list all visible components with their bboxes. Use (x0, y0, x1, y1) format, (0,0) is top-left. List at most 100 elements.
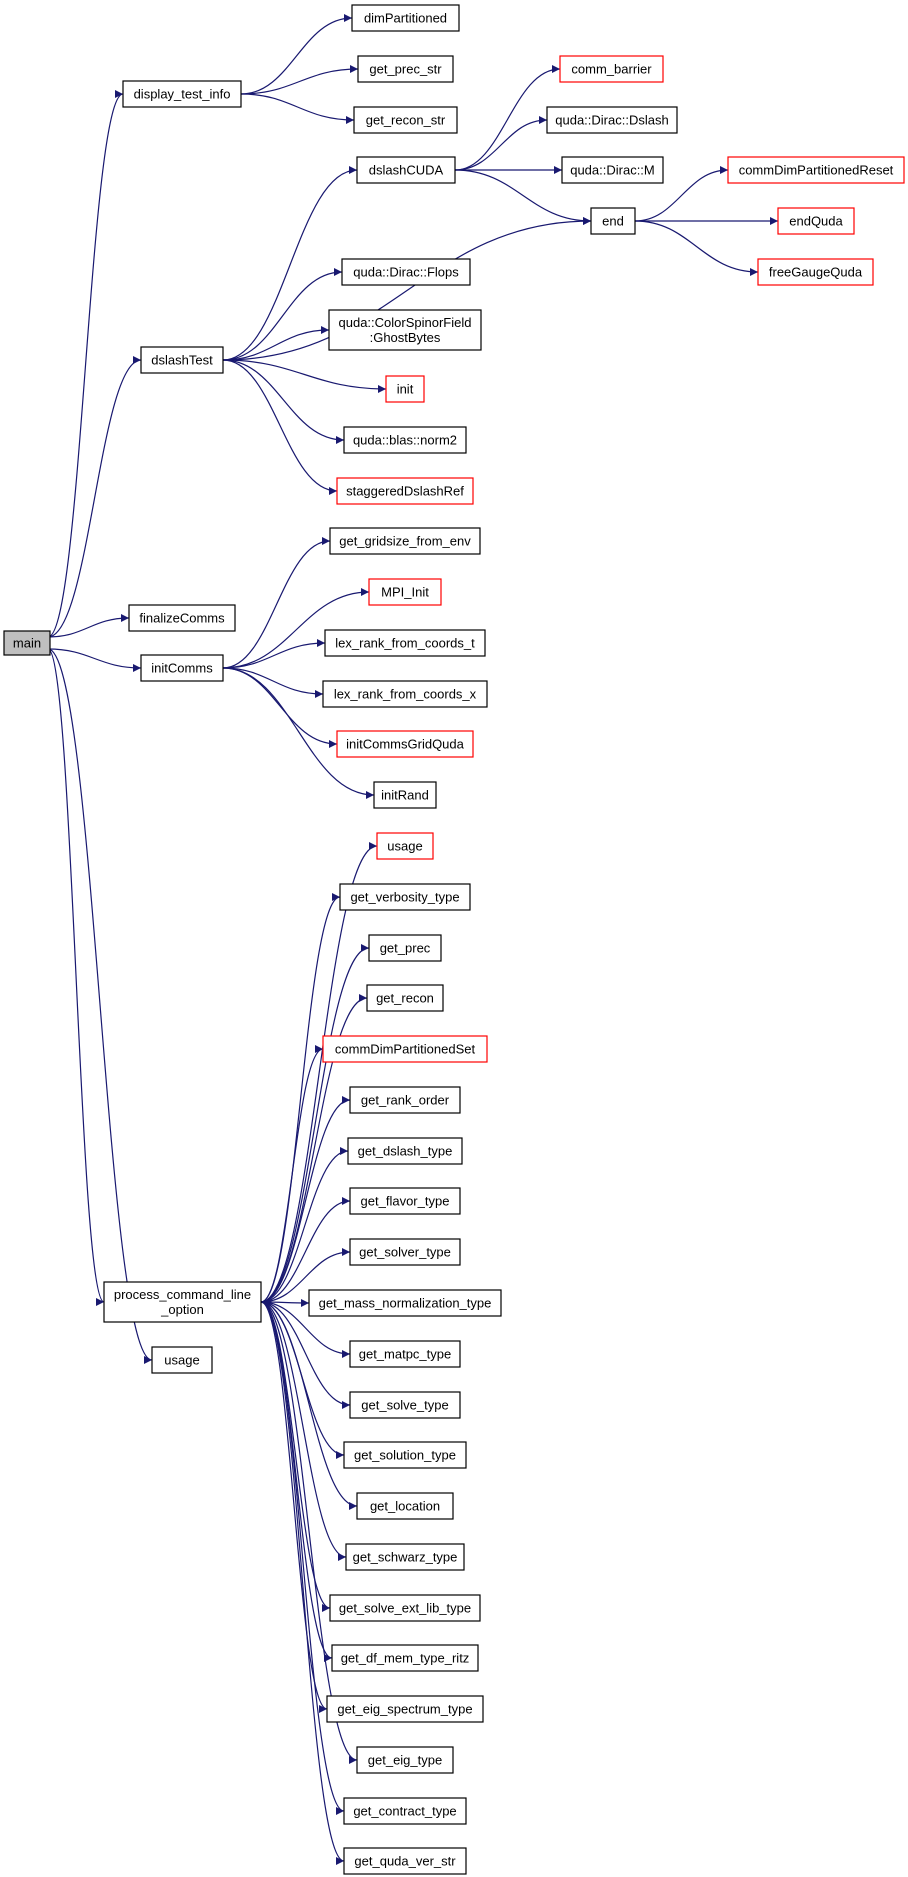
node-usage_top[interactable]: usage (376, 832, 434, 860)
node-box[interactable] (349, 1086, 461, 1114)
node-GhostBytes[interactable]: quda::ColorSpinorField:GhostBytes (328, 309, 482, 351)
node-box[interactable] (339, 883, 471, 911)
node-Dslash[interactable]: quda::Dirac::Dslash (546, 106, 678, 134)
node-box[interactable] (356, 156, 456, 184)
node-box[interactable] (385, 375, 425, 403)
node-get_rank_order[interactable]: get_rank_order (349, 1086, 461, 1114)
node-get_contract_type[interactable]: get_contract_type (343, 1797, 467, 1825)
node-Flops[interactable]: quda::Dirac::Flops (341, 258, 471, 286)
node-box[interactable] (777, 207, 855, 235)
node-lex_rank_x[interactable]: lex_rank_from_coords_x (322, 680, 488, 708)
node-box[interactable] (329, 1594, 481, 1622)
node-box[interactable] (368, 578, 442, 606)
node-get_prec_str[interactable]: get_prec_str (357, 55, 454, 83)
node-get_eig_type[interactable]: get_eig_type (356, 1746, 454, 1774)
node-norm2[interactable]: quda::blas::norm2 (343, 426, 467, 454)
node-box[interactable] (343, 1441, 467, 1469)
node-get_mass_normalization_type[interactable]: get_mass_normalization_type (308, 1289, 502, 1317)
node-get_solver_type[interactable]: get_solver_type (349, 1238, 461, 1266)
node-dslashTest[interactable]: dslashTest (140, 346, 224, 374)
node-initCommsGridQuda[interactable]: initCommsGridQuda (336, 730, 474, 758)
node-display_test_info[interactable]: display_test_info (122, 80, 242, 108)
node-box[interactable] (357, 55, 454, 83)
node-comm_barrier[interactable]: comm_barrier (559, 55, 664, 83)
node-box[interactable] (343, 426, 467, 454)
node-get_verbosity_type[interactable]: get_verbosity_type (339, 883, 471, 911)
node-init[interactable]: init (385, 375, 425, 403)
node-box[interactable] (324, 629, 486, 657)
node-box[interactable] (103, 1281, 262, 1323)
node-main[interactable]: main (3, 630, 51, 656)
node-box[interactable] (349, 1340, 461, 1368)
node-box[interactable] (140, 654, 224, 682)
node-box[interactable] (546, 106, 678, 134)
node-box[interactable] (343, 1847, 467, 1875)
node-get_dslash_type[interactable]: get_dslash_type (347, 1137, 463, 1165)
node-box[interactable] (336, 730, 474, 758)
node-box[interactable] (353, 106, 458, 134)
node-get_solve_ext_lib_type[interactable]: get_solve_ext_lib_type (329, 1594, 481, 1622)
node-box[interactable] (308, 1289, 502, 1317)
node-box[interactable] (559, 55, 664, 83)
node-box[interactable] (322, 1035, 488, 1063)
node-box[interactable] (326, 1695, 484, 1723)
node-box[interactable] (140, 346, 224, 374)
node-get_schwarz_type[interactable]: get_schwarz_type (345, 1543, 465, 1571)
node-box[interactable] (366, 984, 444, 1012)
node-initComms[interactable]: initComms (140, 654, 224, 682)
node-box[interactable] (3, 630, 51, 656)
node-box[interactable] (122, 80, 242, 108)
node-box[interactable] (349, 1187, 461, 1215)
node-box[interactable] (590, 207, 636, 235)
node-endQuda[interactable]: endQuda (777, 207, 855, 235)
node-box[interactable] (349, 1238, 461, 1266)
node-box[interactable] (151, 1346, 213, 1374)
node-box[interactable] (349, 1391, 461, 1419)
node-get_recon[interactable]: get_recon (366, 984, 444, 1012)
node-get_df_mem_type_ritz[interactable]: get_df_mem_type_ritz (331, 1644, 479, 1672)
node-box[interactable] (331, 1644, 479, 1672)
node-box[interactable] (322, 680, 488, 708)
node-get_gridsize_from_env[interactable]: get_gridsize_from_env (329, 527, 481, 555)
node-commDimPartitionedSet[interactable]: commDimPartitionedSet (322, 1035, 488, 1063)
node-commDimPartitionedReset[interactable]: commDimPartitionedReset (727, 156, 905, 184)
node-box[interactable] (356, 1746, 454, 1774)
node-end[interactable]: end (590, 207, 636, 235)
node-box[interactable] (561, 156, 664, 184)
node-freeGaugeQuda[interactable]: freeGaugeQuda (757, 258, 874, 286)
node-box[interactable] (345, 1543, 465, 1571)
node-usage_main[interactable]: usage (151, 1346, 213, 1374)
node-dimPartitioned[interactable]: dimPartitioned (351, 4, 460, 32)
node-get_flavor_type[interactable]: get_flavor_type (349, 1187, 461, 1215)
node-box[interactable] (347, 1137, 463, 1165)
node-box[interactable] (376, 832, 434, 860)
node-get_prec[interactable]: get_prec (368, 934, 442, 962)
node-box[interactable] (336, 477, 474, 505)
node-lex_rank_t[interactable]: lex_rank_from_coords_t (324, 629, 486, 657)
node-box[interactable] (351, 4, 460, 32)
node-get_solution_type[interactable]: get_solution_type (343, 1441, 467, 1469)
node-finalizeComms[interactable]: finalizeComms (128, 604, 236, 632)
node-box[interactable] (727, 156, 905, 184)
node-DiracM[interactable]: quda::Dirac::M (561, 156, 664, 184)
node-get_eig_spectrum_type[interactable]: get_eig_spectrum_type (326, 1695, 484, 1723)
node-box[interactable] (356, 1492, 454, 1520)
node-box[interactable] (128, 604, 236, 632)
node-box[interactable] (341, 258, 471, 286)
node-staggeredDslashRef[interactable]: staggeredDslashRef (336, 477, 474, 505)
node-box[interactable] (373, 781, 437, 809)
node-box[interactable] (328, 309, 482, 351)
node-get_matpc_type[interactable]: get_matpc_type (349, 1340, 461, 1368)
node-get_quda_ver_str[interactable]: get_quda_ver_str (343, 1847, 467, 1875)
node-box[interactable] (757, 258, 874, 286)
node-pclo[interactable]: process_command_line_option (103, 1281, 262, 1323)
node-dslashCUDA[interactable]: dslashCUDA (356, 156, 456, 184)
node-get_location[interactable]: get_location (356, 1492, 454, 1520)
node-box[interactable] (368, 934, 442, 962)
node-initRand[interactable]: initRand (373, 781, 437, 809)
node-box[interactable] (343, 1797, 467, 1825)
node-MPI_Init[interactable]: MPI_Init (368, 578, 442, 606)
node-get_recon_str[interactable]: get_recon_str (353, 106, 458, 134)
node-box[interactable] (329, 527, 481, 555)
node-get_solve_type[interactable]: get_solve_type (349, 1391, 461, 1419)
